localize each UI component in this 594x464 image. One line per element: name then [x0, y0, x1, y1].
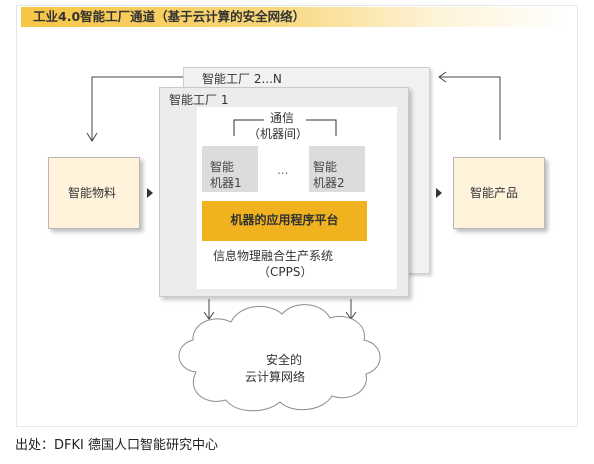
- smart-machine-1-line1: 智能: [210, 160, 235, 174]
- feedback-line-right: [440, 76, 501, 140]
- application-platform-bar: [202, 201, 367, 241]
- cloud-label-line2: 云计算网络: [245, 370, 306, 384]
- smart-product-label: 智能产品: [470, 186, 519, 200]
- communication-bracket-left: [233, 119, 264, 136]
- cloud-shape: [178, 304, 381, 412]
- cpps-label: 信息物理融合生产系统: [213, 249, 334, 263]
- feedback-line-left: [91, 76, 183, 140]
- smart-machine-2: [309, 146, 365, 192]
- communication-bracket-right: [306, 119, 337, 136]
- factory-2-n-label: 智能工厂 2...N: [202, 72, 282, 86]
- communication-sublabel: （机器间）: [248, 127, 309, 141]
- feedback-arrowhead-right: [438, 71, 447, 83]
- communication-label: 通信: [270, 111, 295, 125]
- cloud-label-line1: 安全的: [266, 353, 303, 367]
- diagram-title: 工业4.0智能工厂通道（基于云计算的安全网络）: [33, 9, 306, 24]
- arrow-factory-to-product: [436, 188, 442, 198]
- smart-product-box: [453, 157, 545, 229]
- arrow-material-to-factory: [147, 188, 153, 198]
- smart-machine-1: [202, 146, 258, 192]
- cpps-area: [197, 107, 397, 289]
- smart-machine-2-line1: 智能: [313, 160, 338, 174]
- smart-machine-2-line2: 机器2: [313, 176, 345, 190]
- down-arrow-left-head: [203, 311, 215, 320]
- smart-machine-1-line2: 机器1: [210, 176, 242, 190]
- machine-ellipsis: ...: [277, 163, 289, 177]
- cpps-sublabel: （CPPS）: [258, 265, 313, 279]
- smart-material-label: 智能物料: [68, 186, 117, 200]
- smart-material-box: [48, 157, 140, 229]
- title-bar: [21, 7, 571, 27]
- application-platform-label: 机器的应用程序平台: [230, 213, 339, 227]
- feedback-arrowhead-left: [86, 132, 98, 142]
- factory-1-label: 智能工厂 1: [169, 93, 229, 107]
- source-footer: 出处：DFKI 德国人口智能研究中心: [15, 438, 218, 453]
